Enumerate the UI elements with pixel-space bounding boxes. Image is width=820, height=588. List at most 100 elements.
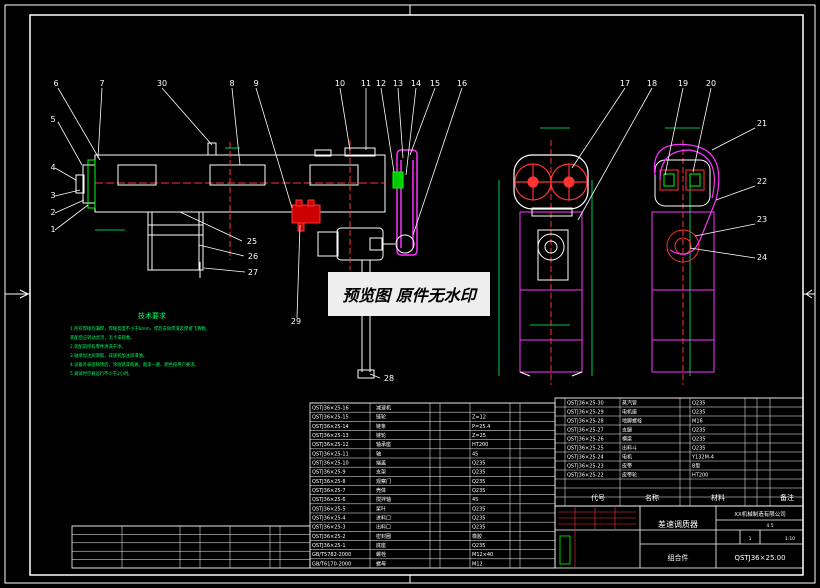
dimension-lines <box>95 127 700 376</box>
tech-req-line: 3.轴承加注润滑脂，减速机加注润滑油。 <box>70 352 147 359</box>
bom-cell: QSTJ36×25-14 <box>312 424 349 430</box>
bom-cell: QSTJ36×25-28 <box>567 419 604 425</box>
bom-cell: 45 <box>472 451 478 457</box>
bom-cell: Q235 <box>692 437 705 443</box>
part-number-label: 21 <box>757 119 767 128</box>
bom-cell: 桨叶 <box>376 505 386 512</box>
tech-req-line: 5.调试时空载运行不少于2小时。 <box>70 370 133 377</box>
bom-cell: 地脚螺栓 <box>622 418 642 425</box>
product-name: 差速调质器 <box>658 519 698 529</box>
bom-cell: 皮带 <box>622 463 632 470</box>
part-number-label: 29 <box>291 317 301 326</box>
bom-cell: QSTJ36×25-15 <box>312 415 349 421</box>
part-number-label: 25 <box>247 237 257 246</box>
side-view-a-rotors <box>513 154 589 210</box>
bom-cell: QSTJ36×25-11 <box>312 451 349 457</box>
bom-cell: Q235 <box>472 470 485 476</box>
bom-cell: QSTJ36×25-8 <box>312 479 346 485</box>
bom-cell: QSTJ36×25-9 <box>312 470 346 476</box>
bom-cell: 轴 <box>376 450 381 457</box>
sheet-inner-border <box>29 14 804 576</box>
part-number-label: 1 <box>50 225 55 234</box>
bom-cell: 电机 <box>622 454 632 461</box>
bom-cell: 橡胶 <box>472 533 482 540</box>
bom-cell: 轴承座 <box>376 441 391 448</box>
tech-req-line: 装配后应转动灵活，无卡滞现象。 <box>70 334 134 341</box>
col-name: 名称 <box>645 493 659 502</box>
bom-cell: 支腿 <box>622 427 632 434</box>
bom-cell: Q235 <box>472 461 485 467</box>
bom-cell: Q235 <box>692 401 705 407</box>
title-block-left-grid <box>558 506 636 568</box>
side-view-b-belt <box>653 143 720 255</box>
part-number-label: 17 <box>620 79 630 88</box>
bom-cell: B型 <box>692 463 700 470</box>
bom-cell: 45 <box>472 497 478 503</box>
bom-cell: 螺母 <box>376 560 386 567</box>
part-number-label: 16 <box>457 79 467 88</box>
preview-watermark: 预览图 原件无水印 <box>328 272 490 316</box>
part-number-label: 7 <box>99 79 104 88</box>
col-remark: 备注 <box>780 493 794 502</box>
drive-pulley <box>395 234 415 254</box>
bom-cell: 链轮 <box>376 432 386 439</box>
part-number-label: 18 <box>647 79 657 88</box>
col-code: 代号 <box>591 493 605 502</box>
bom-cell: Q235 <box>692 446 705 452</box>
bom-cell: 链轮 <box>376 414 386 421</box>
leader-lines <box>54 87 463 379</box>
part-number-label: 23 <box>757 215 767 224</box>
part-number-label: 14 <box>411 79 421 88</box>
part-number-label: 19 <box>678 79 688 88</box>
bom-cell: QSTJ36×25-6 <box>312 497 346 503</box>
bom-cell: 底座 <box>376 542 386 549</box>
bom-cell: QSTJ36×25-23 <box>567 464 604 470</box>
bom-cell: M12 <box>472 561 483 567</box>
sheet-value: 1 <box>749 536 752 542</box>
bom-cell: QSTJ36×25-4 <box>312 516 346 522</box>
bom-cell: 蒸汽管 <box>622 400 637 407</box>
col-material: 材料 <box>711 493 725 502</box>
bom-cell: HT200 <box>472 442 488 448</box>
centering-marks <box>5 5 815 583</box>
bom-cell: QSTJ36×25-7 <box>312 488 346 494</box>
bom-cell: 出料斗 <box>622 445 637 452</box>
bom-cell: QSTJ36×25-30 <box>567 401 604 407</box>
part-number-label: 9 <box>253 79 258 88</box>
part-number-label: 13 <box>393 79 403 88</box>
bom-cell: QSTJ36×25-13 <box>312 433 349 439</box>
bom-cell: 端盖 <box>376 460 386 467</box>
bom-cell: Q235 <box>692 410 705 416</box>
company-name: XX机械制造有限公司 <box>734 510 786 518</box>
part-number-label: 11 <box>361 79 371 88</box>
bom-cell: QSTJ36×25-16 <box>312 406 349 412</box>
sprocket <box>392 171 404 189</box>
tech-req-line: 2.装配前所有零件清洗干净。 <box>70 343 126 350</box>
bom-cell: Q235 <box>472 479 485 485</box>
part-number-label: 26 <box>248 252 258 261</box>
bom-cell: 链条 <box>376 423 386 430</box>
bom-cell: 减速机 <box>376 405 391 412</box>
bom-cell: Z=12 <box>472 415 486 421</box>
part-number-label: 28 <box>384 374 394 383</box>
bom-cell: QSTJ36×25-25 <box>567 446 604 452</box>
reducer-gearbox <box>291 199 321 232</box>
part-number-label: 30 <box>157 79 167 88</box>
part-number-label: 6 <box>53 79 58 88</box>
bom-cell: 观察门 <box>376 478 391 485</box>
bom-cell: QSTJ36×25-27 <box>567 428 604 434</box>
technical-requirements: 技术要求1.所有焊接均满焊，焊缝高度不小于6mm，焊后去除焊渣及焊接飞溅物。装配… <box>70 311 210 377</box>
bom-cell: 皮带轮 <box>622 472 637 479</box>
bom-cell: 横梁 <box>622 436 632 443</box>
part-number-label: 10 <box>335 79 345 88</box>
bom-cell: Q235 <box>472 543 485 549</box>
scale-value: 1:10 <box>785 536 795 542</box>
bom-cell: 搅拌轴 <box>376 496 391 503</box>
assembly-label: 组合件 <box>668 553 689 562</box>
bom-cell: QSTJ36×25-22 <box>567 473 604 479</box>
title-block-green-boxes <box>559 535 571 565</box>
part-number-label: 20 <box>706 79 716 88</box>
bom-cell: 出料口 <box>376 524 391 531</box>
bom-cell: QSTJ36×25-12 <box>312 442 349 448</box>
